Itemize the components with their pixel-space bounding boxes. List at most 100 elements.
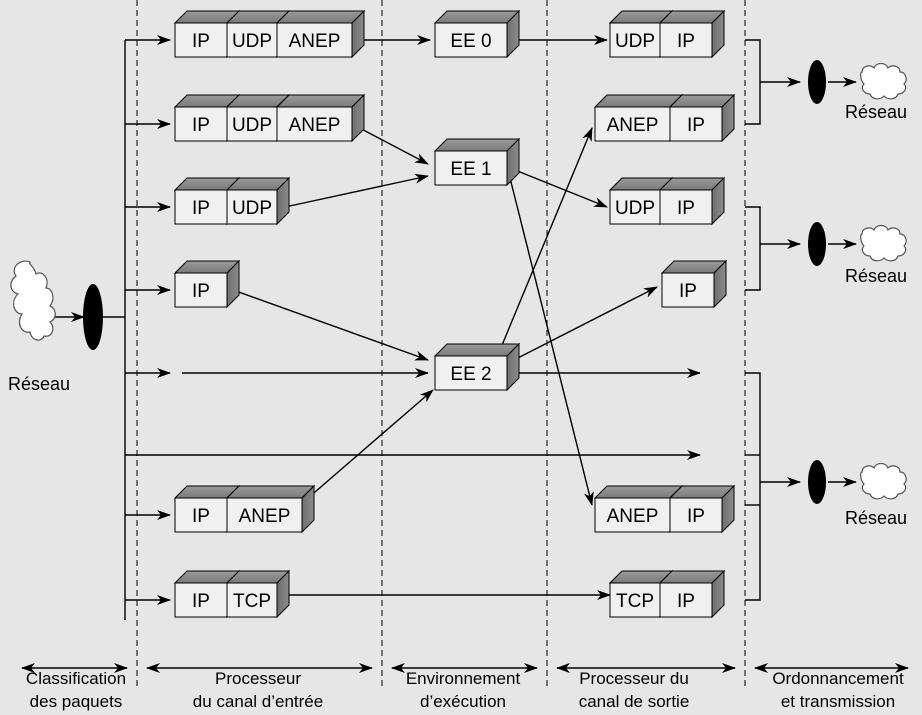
input-channel-3-ip-label: IP xyxy=(192,198,210,219)
ee-0-box: EE 0 xyxy=(433,9,521,59)
ee-1-box: EE 1 xyxy=(433,137,521,187)
output-channel-5-anep-label: ANEP xyxy=(607,506,659,527)
execution-environment-0: EE 0 xyxy=(433,9,521,59)
output-channel-5-anep-box: ANEP xyxy=(593,484,684,534)
stage-separators xyxy=(136,0,746,690)
bracket-output-1 xyxy=(745,39,761,125)
connections xyxy=(21,35,909,673)
output-channel-1-ip-box: IP xyxy=(658,9,726,59)
input-channel-6-tcp-box: TCP xyxy=(225,569,291,619)
edge-ee1-out3 xyxy=(509,167,608,208)
bracket-output-2 xyxy=(745,206,761,291)
cloud-icon xyxy=(860,462,907,500)
network-label-input: Réseau xyxy=(8,374,70,394)
edge-ee2-out2 xyxy=(499,127,593,351)
ee-0-label: EE 0 xyxy=(450,31,491,52)
cloud-icon xyxy=(860,224,907,262)
input-channel-3: IP UDP xyxy=(173,176,291,226)
input-channel-1-anep-box: ANEP xyxy=(275,9,366,59)
edge-in4-ee2 xyxy=(232,289,429,361)
bracket-output-3 xyxy=(745,372,761,601)
input-channel-6-tcp-label: TCP xyxy=(233,591,271,612)
input-channel-5-anep-label: ANEP xyxy=(239,506,291,527)
stage-label-3-line-2: d’exécution xyxy=(420,692,506,711)
input-channel-1-ip-box: IP xyxy=(173,9,241,59)
input-channel-2-udp-label: UDP xyxy=(232,115,272,136)
input-channel-1-ip-label: IP xyxy=(192,31,210,52)
input-channel-5-anep-box: ANEP xyxy=(225,484,316,534)
input-channel-2-anep-box: ANEP xyxy=(275,93,366,143)
stage-label-2-line-1: Processeur xyxy=(215,669,301,688)
cloud-icon xyxy=(10,260,56,341)
input-channel-5-ip-label: IP xyxy=(192,506,210,527)
stage-label-3-line-1: Environnement xyxy=(406,669,521,688)
output-channel-6-ip-box: IP xyxy=(658,569,726,619)
output-channel-1-ip-label: IP xyxy=(677,31,695,52)
input-channel-3-udp-box: UDP xyxy=(225,176,291,226)
output-channel-2: ANEP IP xyxy=(593,93,736,143)
interface-icon xyxy=(808,60,826,104)
input-channel-1-udp-label: UDP xyxy=(232,31,272,52)
output-channel-3: UDP IP xyxy=(608,176,726,226)
input-channel-4: IP xyxy=(173,259,241,309)
output-channel-3-ip-box: IP xyxy=(658,176,726,226)
stage-label-4-line-2: canal de sortie xyxy=(579,692,690,711)
network-label-output-1: Réseau xyxy=(845,102,907,122)
input-channel-2: IP UDP ANEP xyxy=(173,93,366,143)
cloud-icon xyxy=(860,62,907,100)
interface-icon xyxy=(808,222,826,266)
input-channel-2-ip-label: IP xyxy=(192,115,210,136)
input-channel-1-anep-label: ANEP xyxy=(289,31,341,52)
ee-2-label: EE 2 xyxy=(450,364,491,385)
network-label-output-3: Réseau xyxy=(845,508,907,528)
output-channel-2-ip-box: IP xyxy=(668,93,736,143)
network-label-output-2: Réseau xyxy=(845,266,907,286)
input-channel-6-ip-label: IP xyxy=(192,591,210,612)
output-channel-3-ip-label: IP xyxy=(677,198,695,219)
stage-labels: Classification des paquets Processeur du… xyxy=(26,669,904,711)
output-channel-1-udp-box: UDP xyxy=(608,9,674,59)
input-channel-3-udp-label: UDP xyxy=(232,198,272,219)
output-channel-4: IP xyxy=(660,259,728,309)
ee-2-box: EE 2 xyxy=(433,342,521,392)
input-channel-1: IP UDP ANEP xyxy=(173,9,366,59)
output-channel-4-ip-label: IP xyxy=(679,281,697,302)
stage-label-2-line-2: du canal d’entrée xyxy=(193,692,323,711)
output-channel-5-ip-box: IP xyxy=(668,484,736,534)
output-channel-1-udp-label: UDP xyxy=(615,31,655,52)
interface-icon xyxy=(808,460,826,504)
output-channel-4-ip-box: IP xyxy=(660,259,728,309)
input-channel-4-ip-label: IP xyxy=(192,281,210,302)
clouds xyxy=(10,62,907,500)
stage-label-1-line-1: Classification xyxy=(26,669,126,688)
input-channel-2-anep-label: ANEP xyxy=(289,115,341,136)
output-channel-6-ip-label: IP xyxy=(677,591,695,612)
interface-icon xyxy=(83,284,103,350)
output-channel-1: UDP IP xyxy=(608,9,726,59)
input-channel-4-ip-box: IP xyxy=(173,259,241,309)
edge-in5-ee2 xyxy=(299,389,434,506)
output-channel-2-anep-label: ANEP xyxy=(607,115,659,136)
output-channel-5: ANEP IP xyxy=(593,484,736,534)
ee-1-label: EE 1 xyxy=(450,159,491,180)
edge-in3-ee1 xyxy=(284,173,429,208)
execution-environment-1: EE 1 xyxy=(433,137,521,187)
edge-ee2-out4 xyxy=(509,286,658,363)
edge-in2-ee1 xyxy=(351,123,429,165)
output-channel-6: TCP IP xyxy=(608,569,726,619)
interfaces xyxy=(83,60,826,504)
stage-label-4-line-1: Processeur du xyxy=(579,669,689,688)
output-channel-5-ip-label: IP xyxy=(687,506,705,527)
input-channel-6: IP TCP xyxy=(173,569,291,619)
stage-label-5-line-1: Ordonnancement xyxy=(772,669,904,688)
stage-label-1-line-2: des paquets xyxy=(30,692,123,711)
network-labels: Réseau Réseau Réseau Réseau xyxy=(8,102,907,528)
output-channel-2-anep-box: ANEP xyxy=(593,93,684,143)
output-channel-6-tcp-label: TCP xyxy=(616,591,654,612)
execution-environment-2: EE 2 xyxy=(433,342,521,392)
output-channel-2-ip-label: IP xyxy=(687,115,705,136)
input-channel-5: IP ANEP xyxy=(173,484,316,534)
output-channel-3-udp-label: UDP xyxy=(615,198,655,219)
